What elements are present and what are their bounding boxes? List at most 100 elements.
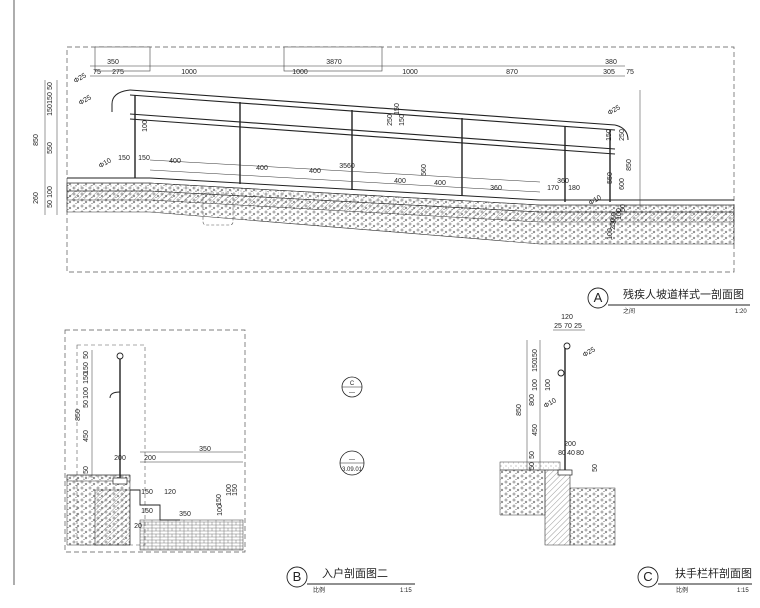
dimension-label: 170 bbox=[547, 185, 559, 192]
view-a-symbol bbox=[587, 287, 609, 309]
view-c-note: 比例 bbox=[676, 586, 688, 594]
dimension-label: 150 bbox=[606, 129, 613, 141]
view-c-rail-mid bbox=[557, 369, 565, 377]
view-a-title: 残疾人坡道样式一剖面图 bbox=[623, 287, 744, 301]
handrail-return-right bbox=[614, 124, 629, 141]
dimension-label: 400 bbox=[169, 158, 181, 165]
dimension-label: 150 bbox=[216, 494, 223, 506]
dimension-label: 150 bbox=[394, 103, 401, 115]
dimension-label: Φ25 bbox=[607, 104, 622, 117]
view-c-gravel bbox=[499, 469, 546, 516]
dimension-label: 100 bbox=[142, 120, 149, 132]
dimension-label: 550 bbox=[47, 142, 54, 154]
view-c-wall bbox=[544, 469, 571, 546]
dimension-label: 150 bbox=[83, 362, 90, 374]
dimension-label: 80 bbox=[558, 450, 566, 457]
dimension-label: 150 bbox=[232, 484, 239, 496]
dimension-label: 850 bbox=[33, 134, 40, 146]
dimension-label: 50 bbox=[592, 464, 599, 472]
reference-symbols: C — — 3.09.01 bbox=[339, 376, 365, 476]
dimension-label: 40 bbox=[567, 450, 575, 457]
view-c-soil bbox=[569, 487, 616, 546]
dimension-label: 150 bbox=[532, 349, 539, 361]
dimension-label: 360 bbox=[490, 185, 502, 192]
dimension-label: 380 bbox=[605, 59, 617, 66]
ref-symbol-2-top: — bbox=[349, 457, 355, 463]
dimension-label: 200 bbox=[564, 441, 576, 448]
dimension-label: 150 bbox=[47, 92, 54, 104]
dimension-label: 100 bbox=[226, 484, 233, 496]
dimension-label: 50 bbox=[83, 466, 90, 474]
dimension-label: 120 bbox=[561, 314, 573, 321]
dim-line-slope bbox=[149, 159, 541, 183]
dimension-label: 600 bbox=[619, 178, 626, 190]
dimension-label: 350 bbox=[199, 446, 211, 453]
dimension-label: 350 bbox=[107, 59, 119, 66]
handrail-upper-bottom bbox=[129, 94, 616, 131]
dimension-label: 250 bbox=[619, 129, 626, 141]
dimension-label: 80 bbox=[576, 450, 584, 457]
dimension-label: Φ25 bbox=[582, 346, 597, 359]
view-a-frame bbox=[66, 46, 735, 273]
view-b-note: 比例 bbox=[313, 586, 325, 594]
dimension-label: 360 bbox=[557, 178, 569, 185]
dimension-label: 25 bbox=[554, 323, 562, 330]
dimension-label: 50 bbox=[529, 462, 536, 470]
view-c-letter: C bbox=[643, 569, 652, 584]
view-b-letter: B bbox=[293, 569, 302, 584]
dimension-label: 850 bbox=[75, 409, 82, 421]
dimension-label: Φ25 bbox=[73, 72, 88, 85]
ref-symbol-1-bottom: — bbox=[349, 390, 355, 396]
dimension-label: 50 bbox=[83, 400, 90, 408]
dimension-label: 75 bbox=[626, 69, 634, 76]
dimension-label: 550 bbox=[607, 172, 614, 184]
dimension-label: 50 bbox=[47, 200, 54, 208]
label-box-center bbox=[283, 46, 383, 72]
dimension-label: 870 bbox=[506, 69, 518, 76]
dimension-label: 200 bbox=[114, 455, 126, 462]
dimension-label: 250 bbox=[387, 114, 394, 126]
dimension-label: 70 bbox=[564, 323, 572, 330]
dim-line-slope-2 bbox=[149, 169, 541, 193]
view-c-symbol bbox=[637, 566, 659, 588]
dimension-label: 120 bbox=[164, 489, 176, 496]
dimension-label: 3560 bbox=[339, 163, 355, 170]
dimension-label: 450 bbox=[83, 430, 90, 442]
view-b-wall bbox=[94, 489, 131, 546]
dimension-label: 400 bbox=[394, 178, 406, 185]
dimension-label: 50 bbox=[620, 204, 627, 212]
dimension-label: 400 bbox=[256, 165, 268, 172]
dimension-label: 250 bbox=[610, 218, 617, 230]
view-b-frame bbox=[64, 329, 246, 553]
dimension-label: 350 bbox=[179, 511, 191, 518]
dimension-label: 100 bbox=[83, 387, 90, 399]
dimension-label: 75 bbox=[93, 69, 101, 76]
dimension-label: 150 bbox=[399, 114, 406, 126]
dimension-label: 100 bbox=[217, 504, 224, 516]
dimension-label: 25 bbox=[574, 323, 582, 330]
dimension-label: 3870 bbox=[326, 59, 342, 66]
dimension-label: 50 bbox=[47, 82, 54, 90]
view-b-rail-head bbox=[116, 352, 124, 360]
view-b-title: 入户剖面图二 bbox=[322, 566, 388, 580]
ref-symbol-1-top: C bbox=[350, 381, 355, 387]
dimension-label: Φ10 bbox=[98, 157, 113, 170]
dimension-label: Φ10 bbox=[543, 397, 558, 410]
label-box-left bbox=[94, 46, 151, 72]
dimension-label: 150 bbox=[118, 155, 130, 162]
dimension-label: 150 bbox=[83, 372, 90, 384]
dimension-label: 400 bbox=[309, 168, 321, 175]
view-b-slab bbox=[66, 474, 131, 482]
dimension-label: 50 bbox=[83, 351, 90, 359]
dimension-label: 850 bbox=[626, 159, 633, 171]
footing-detail bbox=[202, 192, 234, 226]
ground-hatch bbox=[66, 190, 735, 223]
view-a-note: 之间 bbox=[623, 307, 635, 315]
dimension-label: 400 bbox=[434, 180, 446, 187]
ref-symbol-2-bottom: 3.09.01 bbox=[342, 467, 363, 473]
